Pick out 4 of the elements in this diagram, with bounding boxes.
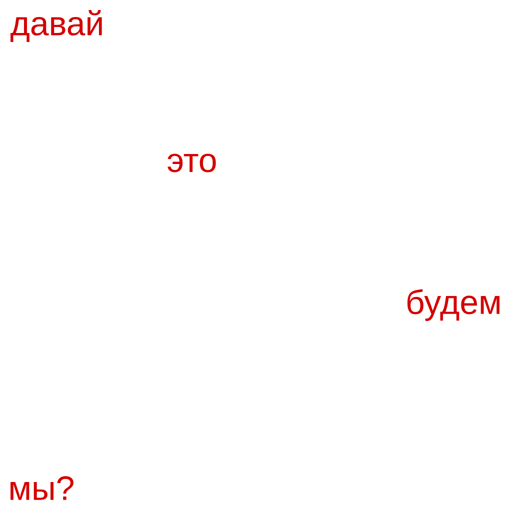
word-label: это — [168, 154, 216, 172]
word-label: будем — [407, 289, 500, 321]
word-label: давай — [10, 10, 102, 42]
word-label: мы? — [10, 476, 74, 500]
